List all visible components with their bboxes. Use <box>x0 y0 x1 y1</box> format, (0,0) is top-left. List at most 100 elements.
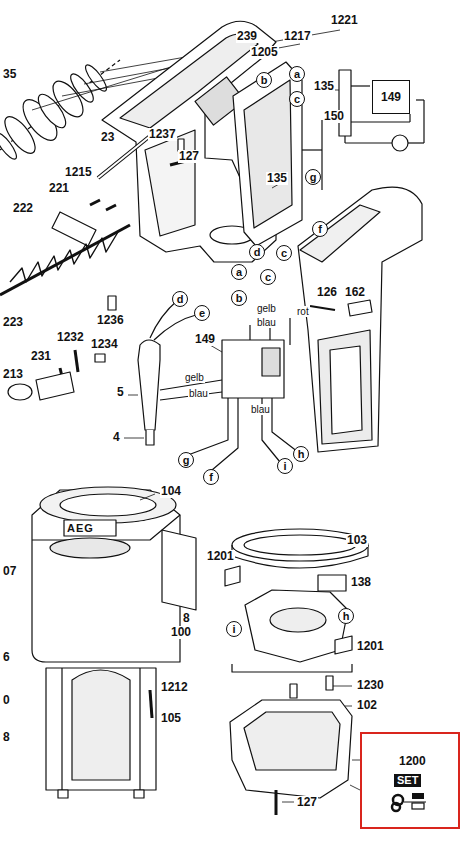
node-text: a <box>236 267 242 278</box>
rear-housing <box>298 187 422 452</box>
callout-number: 213 <box>2 368 24 381</box>
terminal-letter: a <box>289 66 305 82</box>
callout-number: 35 <box>2 68 17 81</box>
terminal-letter: f <box>203 469 219 485</box>
node-text: d <box>254 247 261 258</box>
node-text: f <box>209 472 213 483</box>
terminal-letter: c <box>260 269 276 285</box>
label-plate <box>162 530 196 610</box>
callout-number: 104 <box>160 485 182 498</box>
node-text: i <box>283 461 286 472</box>
terminal-letter: a <box>231 264 247 280</box>
node-text: a <box>294 69 300 80</box>
callout-number: 162 <box>344 286 366 299</box>
terminal-letter: h <box>338 608 354 624</box>
switch <box>160 318 298 470</box>
callout-number: 1237 <box>148 128 177 141</box>
callout-number: 1234 <box>90 338 119 351</box>
terminal-letter: i <box>277 458 293 474</box>
node-text: c <box>281 248 287 259</box>
terminal-letter: d <box>249 244 265 260</box>
callout-number: 231 <box>30 350 52 363</box>
wire-color: gelb <box>184 372 205 383</box>
terminal-letter: g <box>305 169 321 185</box>
terminal-letter: e <box>194 305 210 321</box>
callout-number: 1212 <box>160 681 189 694</box>
callout-number: 6 <box>2 651 11 664</box>
set-badge: SET <box>394 774 421 787</box>
callout-number: 4 <box>112 431 121 444</box>
leader-line <box>352 760 360 761</box>
motor-housing <box>32 487 180 662</box>
node-text: b <box>261 75 268 86</box>
terminal-letter: c <box>289 91 305 107</box>
callout-number: 127 <box>296 796 318 809</box>
callout-number: 222 <box>12 202 34 215</box>
schematic-box: 149 <box>372 80 410 114</box>
terminal-letter: f <box>312 221 328 237</box>
callout-number: 1221 <box>330 14 359 27</box>
callout-number: 1236 <box>96 314 125 327</box>
node-text: 149 <box>381 90 401 104</box>
terminal-letter: h <box>293 446 309 462</box>
bracket <box>232 664 352 672</box>
callout-number: 223 <box>2 316 24 329</box>
node-text: g <box>310 172 317 183</box>
brush-holder <box>225 566 352 662</box>
callout-number: 8 <box>182 612 191 625</box>
callout-number: 1215 <box>64 166 93 179</box>
terminal-letter: g <box>178 452 194 468</box>
wire-color: blau <box>250 404 271 415</box>
stator <box>46 668 156 798</box>
wire-color: rot <box>296 306 310 317</box>
electronic-module <box>233 62 302 246</box>
callout-number: 239 <box>236 30 258 43</box>
brand-logo: AEG <box>66 522 95 535</box>
wire-color: gelb <box>256 303 277 314</box>
callout-number: 1217 <box>283 30 312 43</box>
callout-number: 1201 <box>356 640 385 653</box>
callout-number: 138 <box>350 576 372 589</box>
callout-number: 221 <box>48 182 70 195</box>
callout-number: 07 <box>2 565 17 578</box>
node-text: 1200 <box>399 754 426 768</box>
wire-color: blau <box>256 317 277 328</box>
callout-number: 149 <box>194 333 216 346</box>
node-text: i <box>232 624 235 635</box>
callout-number: 8 <box>2 731 11 744</box>
callout-number: 126 <box>316 286 338 299</box>
node-text: f <box>318 224 322 235</box>
node-text: h <box>343 611 350 622</box>
lower-housing <box>230 676 352 798</box>
callout-number: 150 <box>323 110 345 123</box>
callout-number: 127 <box>178 150 200 163</box>
node-text: c <box>294 94 300 105</box>
node-text: c <box>265 272 271 283</box>
callout-number: 1205 <box>250 46 279 59</box>
node-text: b <box>236 293 243 304</box>
node-text: g <box>183 455 190 466</box>
callout-number: 1230 <box>356 679 385 692</box>
callout-number: 1201 <box>206 550 235 563</box>
terminal-letter: c <box>276 245 292 261</box>
callout-number: 5 <box>116 386 125 399</box>
callout-number: 1232 <box>56 331 85 344</box>
ring <box>232 529 368 561</box>
callout-number: 105 <box>160 712 182 725</box>
terminal-letter: i <box>226 621 242 637</box>
callout-number: 103 <box>346 534 368 547</box>
callout-number: 135 <box>266 172 288 185</box>
terminal-letter: b <box>256 72 272 88</box>
terminal-letter: b <box>231 290 247 306</box>
gear-stack <box>0 60 120 162</box>
node-text: e <box>199 308 205 319</box>
node-text: h <box>298 449 305 460</box>
wire-color: blau <box>188 388 209 399</box>
callout-number: 23 <box>100 131 115 144</box>
callout-number: 102 <box>356 699 378 712</box>
clamp <box>348 300 372 316</box>
set-box: 1200SET <box>360 732 460 829</box>
callout-number: 100 <box>170 626 192 639</box>
terminal-letter: d <box>172 291 188 307</box>
